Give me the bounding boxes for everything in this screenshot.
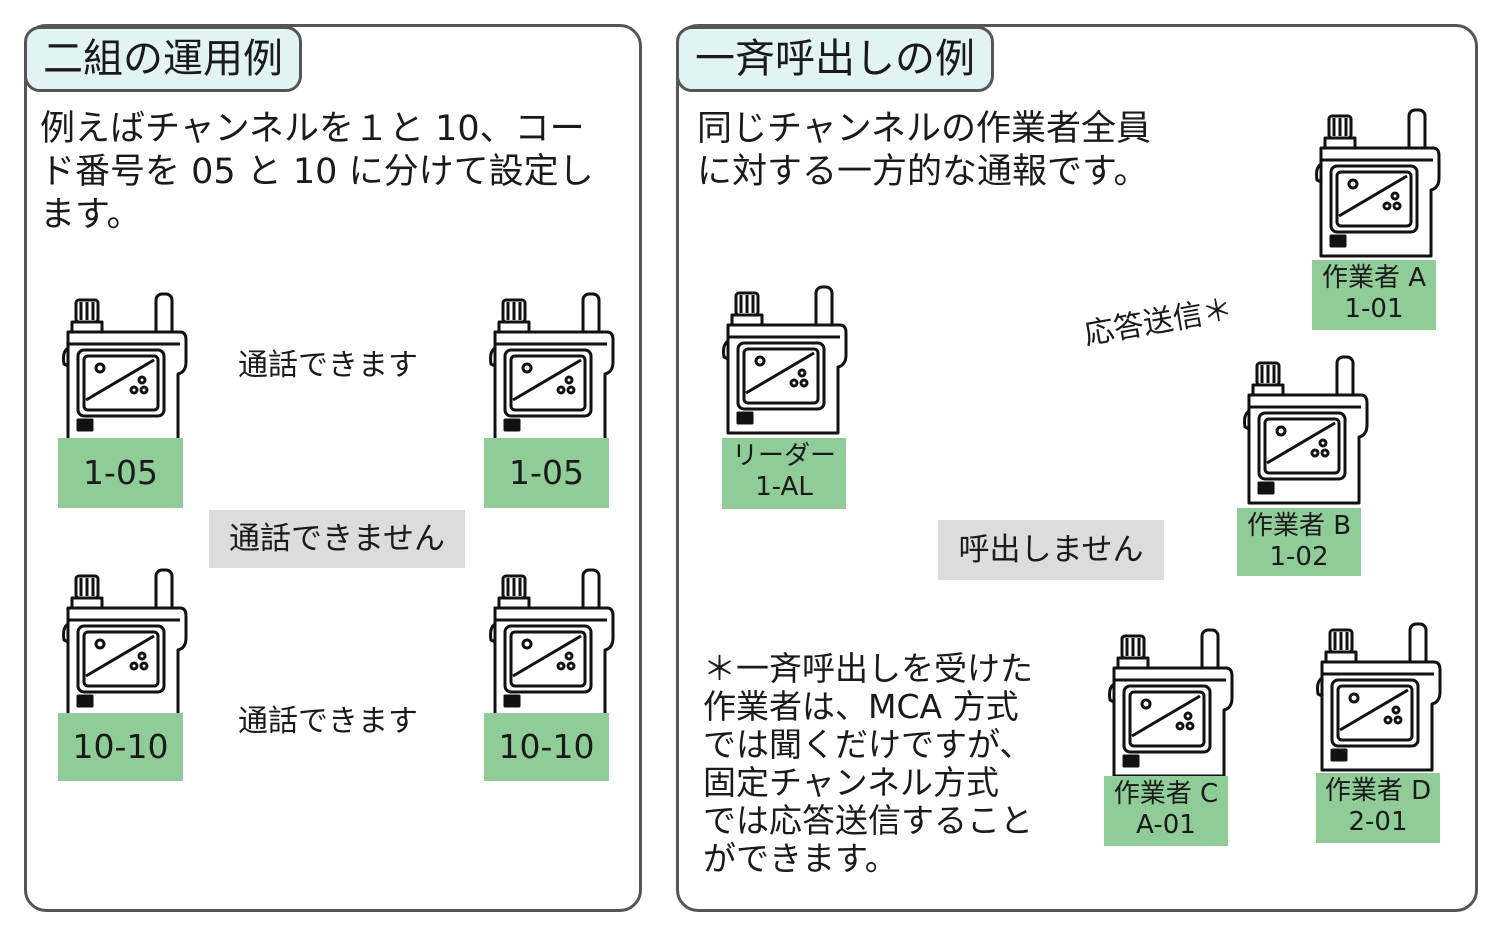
radio-code-label: 1-05 — [484, 438, 609, 508]
radio-icon — [1315, 108, 1441, 258]
can-talk-label-top: 通話できます — [238, 348, 418, 383]
worker-d-label: 作業者 D 2-01 — [1316, 773, 1440, 843]
left-panel-title: 二組の運用例 — [24, 26, 302, 92]
worker-b-label: 作業者 B 1-02 — [1237, 508, 1361, 576]
radio-icon — [1108, 628, 1234, 778]
radio-icon — [62, 292, 188, 442]
radio-icon — [1243, 355, 1369, 505]
radio-code-label: 10-10 — [58, 713, 183, 781]
radio-code-label: 10-10 — [484, 713, 609, 781]
footnote-line: 作業者は、MCA 方式 — [703, 687, 1019, 726]
left-description-line-3: ます。 — [40, 195, 142, 235]
left-description-line-1: 例えばチャンネルを１と 10、コー — [40, 109, 585, 149]
right-description-line-2: に対する一方的な通報です。 — [697, 152, 1149, 192]
radio-code-label: 1-05 — [58, 438, 183, 508]
footnote: ＊一斉呼出しを受けた 作業者は、MCA 方式 では聞くだけですが、 固定チャンネ… — [703, 650, 1033, 878]
footnote-line: では聞くだけですが、 — [703, 725, 1033, 764]
radio-icon — [489, 568, 615, 718]
footnote-line: 固定チャンネル方式 — [703, 763, 1000, 802]
radio-icon — [489, 292, 615, 442]
footnote-line: ができます。 — [703, 839, 898, 878]
can-talk-label-bottom: 通話できます — [238, 704, 418, 739]
radio-icon — [62, 568, 188, 718]
right-description: 同じチャンネルの作業者全員 に対する一方的な通報です。 — [697, 108, 1151, 194]
footnote-line: では応答送信すること — [703, 801, 1033, 840]
worker-c-label: 作業者 C A-01 — [1104, 776, 1228, 846]
radio-icon — [1316, 622, 1442, 772]
left-description-line-2: ド番号を 05 と 10 に分けて設定し — [40, 152, 594, 192]
no-call-label: 呼出しません — [938, 520, 1164, 580]
footnote-line: ＊一斉呼出しを受けた — [703, 649, 1033, 688]
left-description: 例えばチャンネルを１と 10、コー ド番号を 05 と 10 に分けて設定し ま… — [40, 108, 594, 237]
worker-a-label: 作業者 A 1-01 — [1312, 260, 1436, 330]
right-panel-title: 一斉呼出しの例 — [676, 26, 994, 92]
radio-icon — [722, 285, 848, 435]
cannot-talk-label: 通話できません — [209, 510, 465, 568]
leader-label: リーダー 1-AL — [722, 438, 846, 509]
right-description-line-1: 同じチャンネルの作業者全員 — [697, 109, 1151, 149]
